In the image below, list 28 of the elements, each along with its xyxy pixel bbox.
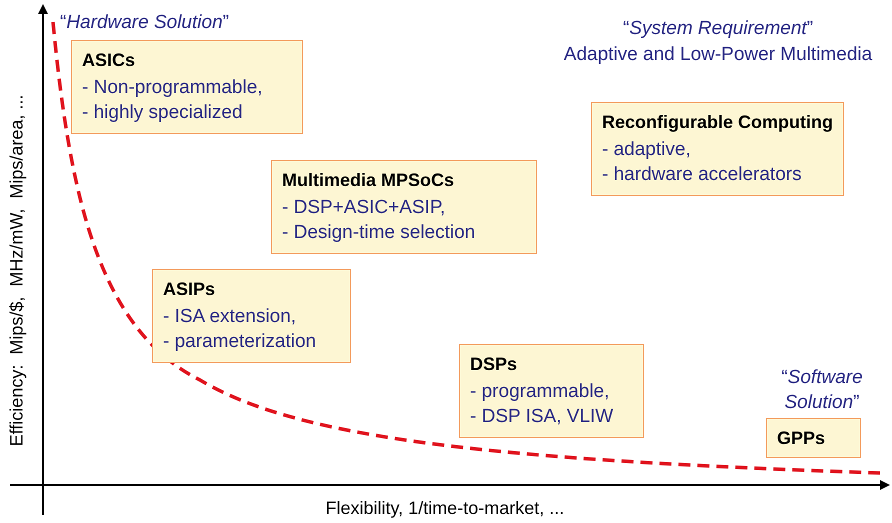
annotation-text: “Software Solution” [780, 366, 864, 415]
category-box [591, 102, 844, 196]
bullet-text: - hardware accelerators [602, 163, 803, 187]
category-box [152, 269, 351, 363]
box-heading: ASIPs [163, 278, 216, 300]
bullet-text: - DSP ISA, VLIW [470, 405, 614, 429]
x-axis-label: Flexibility, 1/time-to-market, ... [326, 498, 564, 518]
annotation-text: “Hardware Solution” [60, 11, 230, 35]
y-axis-label: Efficiency: Mips/$, MHz/mW, Mips/area, ... [6, 94, 28, 446]
box-heading: GPPs [777, 427, 826, 449]
bullet-text: - Design-time selection [282, 221, 476, 245]
bullet-text: - highly specialized [82, 101, 244, 125]
category-box [71, 40, 303, 134]
bullet-text: - ISA extension, [163, 305, 298, 329]
box-heading: ASICs [82, 49, 136, 71]
bullet-text: - DSP+ASIC+ASIP, [282, 196, 446, 220]
box-heading: Reconfigurable Computing [602, 111, 833, 133]
box-heading: DSPs [470, 353, 518, 375]
bullet-text: - adaptive, [602, 138, 692, 162]
annotation-text: “System Requirement” [622, 17, 814, 41]
category-box [271, 160, 537, 254]
category-box [766, 418, 861, 458]
category-box [459, 344, 644, 438]
bullet-text: - Non-programmable, [82, 76, 264, 100]
box-heading: Multimedia MPSoCs [282, 169, 456, 191]
annotation-text: Adaptive and Low-Power Multimedia [562, 43, 874, 67]
bullet-text: - programmable, [470, 380, 610, 404]
bullet-text: - parameterization [163, 330, 318, 354]
